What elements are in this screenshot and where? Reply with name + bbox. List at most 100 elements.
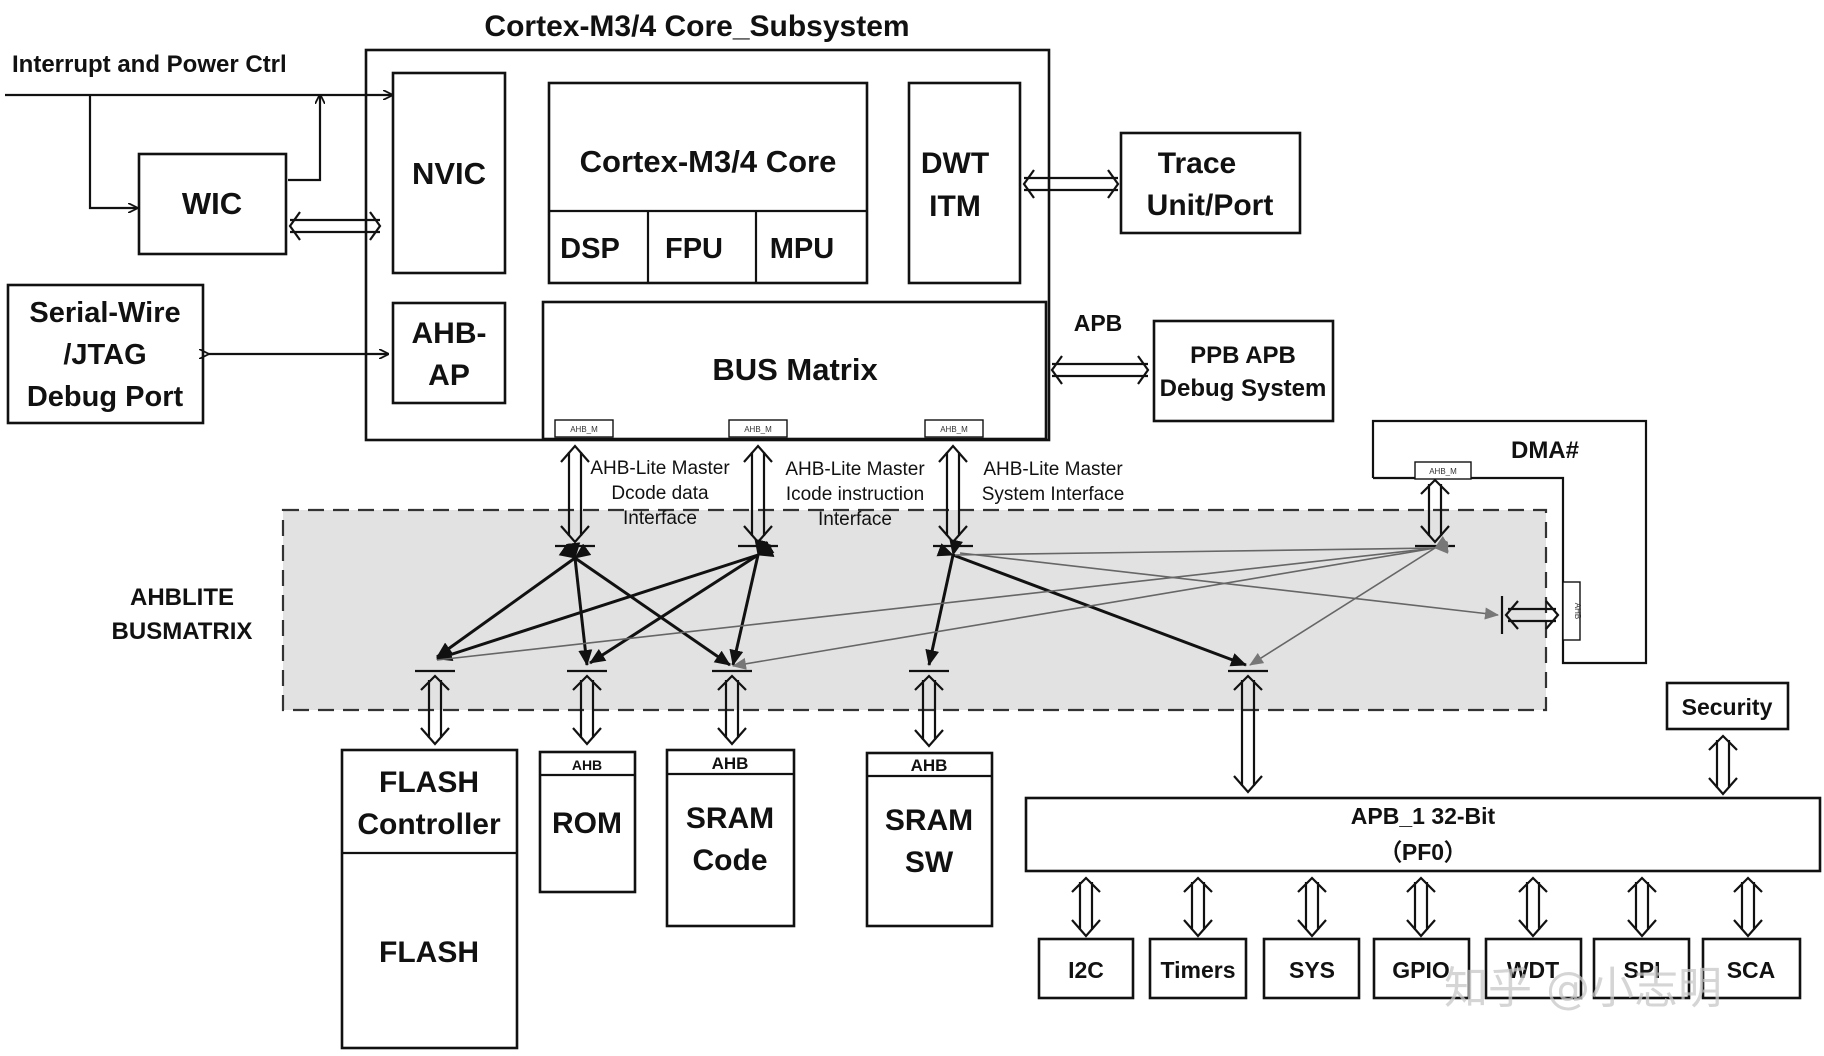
dwt-trace-link <box>1022 169 1120 199</box>
wic-block <box>137 152 288 256</box>
peripheral-links <box>1071 876 1763 938</box>
debug-port-label-line1: Serial-Wire <box>29 297 180 329</box>
sram-code-label-line2: Code <box>693 844 768 877</box>
dcode-interface-line3: Interface <box>623 508 697 529</box>
busmatrix-label-line1: AHBLITE <box>130 584 234 611</box>
nvic-label: NVIC <box>412 156 486 191</box>
dma-master-port-tag <box>1414 461 1472 480</box>
system-port-tag-text: AHB_M <box>940 425 968 434</box>
sram-sw-label-line2: SW <box>905 846 954 879</box>
dwt-itm-block <box>907 81 1022 285</box>
ppb-apb-block <box>1152 319 1335 423</box>
busmatrix-connections <box>436 538 1247 667</box>
bus-matrix-label: BUS Matrix <box>712 352 878 387</box>
peripheral-gpio-label: GPIO <box>1392 957 1450 983</box>
peripheral-i2c-label: I2C <box>1068 957 1104 983</box>
dma-slave-port-tag <box>1562 581 1581 641</box>
peripheral-i2c <box>1037 937 1135 1000</box>
ahblite-busmatrix-region <box>281 508 1548 712</box>
interrupt-label: Interrupt and Power Ctrl <box>12 51 287 78</box>
ahb-ap-block <box>391 301 507 405</box>
mpu-label: MPU <box>770 233 834 265</box>
debug-port-block <box>6 283 205 425</box>
debug-port-label-line3: Debug Port <box>27 381 184 413</box>
wic-label: WIC <box>182 186 242 221</box>
peripheral-sys-label: SYS <box>1289 957 1335 983</box>
dcode-port-tag-text: AHB_M <box>570 425 598 434</box>
sram-sw-label-line1: SRAM <box>885 804 973 837</box>
peripheral-gpio <box>1372 937 1471 1000</box>
itm-label: ITM <box>929 190 981 223</box>
nvic-block <box>391 71 507 275</box>
apb1-bus-block <box>1024 796 1822 873</box>
rom-label: ROM <box>552 807 622 840</box>
trace-unit-block <box>1119 131 1302 235</box>
sram-sw-tag: AHB <box>911 756 948 775</box>
security-link <box>1708 734 1738 796</box>
flash-block <box>340 748 519 1050</box>
flash-controller-label-line2: Controller <box>357 808 501 841</box>
dma-slave-port-tag-text: AHB <box>1573 603 1582 619</box>
peripheral-spi-label: SPI <box>1623 957 1660 983</box>
peripheral-sca <box>1701 937 1802 1000</box>
security-block <box>1665 681 1790 731</box>
rom-tag: AHB <box>572 757 602 773</box>
peripheral-sca-label: SCA <box>1727 957 1776 983</box>
dwt-label: DWT <box>921 147 989 180</box>
dcode-port-tag <box>554 419 614 438</box>
apb1-label-line1: APB_1 32-Bit <box>1351 803 1496 829</box>
flash-controller-label-line1: FLASH <box>379 766 479 799</box>
cortex-core-label: Cortex-M3/4 Core <box>580 144 837 179</box>
fpu-label: FPU <box>665 233 723 265</box>
wic-nvic-link <box>288 211 382 241</box>
flash-label: FLASH <box>379 936 479 969</box>
ppb-label-line2: Debug System <box>1160 375 1327 402</box>
peripheral-wdt-label: WDT <box>1507 957 1559 983</box>
system-port-tag <box>924 419 984 438</box>
ppb-label-line1: PPB APB <box>1190 342 1296 369</box>
sram-code-link <box>717 674 747 746</box>
interrupt-to-wic-line <box>88 95 137 208</box>
apb-bus-link <box>1233 674 1263 794</box>
peripheral-timers-label: Timers <box>1160 957 1235 983</box>
system-interface-line2: System Interface <box>982 484 1125 505</box>
peripheral-timers <box>1148 937 1248 1000</box>
sram-code-tag: AHB <box>712 754 749 773</box>
watermark: 知乎 @小志明 <box>1444 963 1722 1014</box>
icode-interface-line1: AHB-Lite Master <box>785 459 925 480</box>
bus-ppb-link <box>1050 355 1150 385</box>
icode-interface-line3: Interface <box>818 509 892 530</box>
diagram-title: Cortex-M3/4 Core_Subsystem <box>484 10 909 43</box>
flash-link <box>420 674 450 746</box>
icode-interface-line2: Icode instruction <box>786 484 924 505</box>
peripheral-sys <box>1262 937 1361 1000</box>
dma-master-port-tag-text: AHB_M <box>1429 467 1457 476</box>
apb-label: APB <box>1074 310 1123 336</box>
dma-label: DMA# <box>1511 437 1579 464</box>
sram-sw-link <box>914 674 944 748</box>
peripheral-spi <box>1592 937 1691 1000</box>
ahb-ap-label-line2: AP <box>428 359 470 392</box>
icode-port-tag <box>728 419 788 438</box>
dsp-label: DSP <box>560 233 620 265</box>
sram-code-label-line1: SRAM <box>686 802 774 835</box>
peripheral-wdt <box>1484 937 1583 1000</box>
debug-port-label-line2: /JTAG <box>63 339 146 371</box>
sram-code-block <box>665 748 796 928</box>
trace-label-line1: Trace <box>1158 147 1236 180</box>
rom-link <box>572 674 602 746</box>
security-label: Security <box>1682 694 1773 720</box>
dcode-interface-line2: Dcode data <box>611 483 709 504</box>
busmatrix-label-line2: BUSMATRIX <box>112 618 253 645</box>
system-interface-line1: AHB-Lite Master <box>983 459 1123 480</box>
wic-to-nvic-line <box>288 95 320 182</box>
dma-outline <box>1371 419 1648 665</box>
dcode-interface-line1: AHB-Lite Master <box>590 458 730 479</box>
icode-port-tag-text: AHB_M <box>744 425 772 434</box>
dma-connections <box>436 535 1499 670</box>
sram-sw-block <box>865 751 994 928</box>
apb1-label-line2: （PF0） <box>1379 839 1467 865</box>
ahb-ap-label-line1: AHB- <box>412 317 487 350</box>
dma-slave-link <box>1500 596 1560 634</box>
